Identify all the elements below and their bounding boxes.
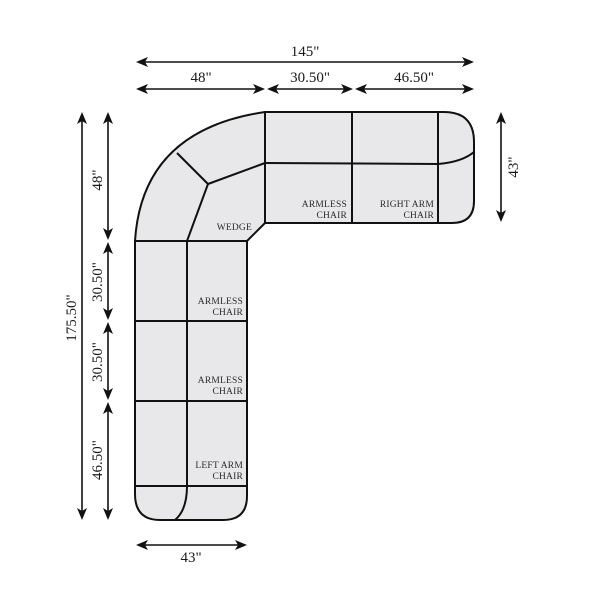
arrow-up-icon [103, 402, 113, 414]
arrow-right-icon [341, 84, 353, 94]
arrow-down-icon [103, 308, 113, 320]
label-left-armless2-line2: CHAIR [212, 387, 243, 397]
arrow-left-icon [267, 84, 279, 94]
label-left-armless2-line1: ARMLESS [198, 376, 243, 386]
left-overall-dimension: 175.50" [64, 112, 87, 520]
dim-right-depth: 43" [506, 156, 522, 177]
dim-left-seg-1: 48" [90, 169, 106, 190]
sofa-body [134, 111, 475, 521]
seam-top-back-line [264, 151, 475, 166]
seam-wedge-to-left [186, 183, 209, 242]
seam-wedge-to-top [207, 162, 266, 185]
dim-overall-width: 145" [291, 44, 320, 60]
label-right-arm-line1: RIGHT ARM [380, 200, 435, 210]
label-top-armless-line1: ARMLESS [302, 200, 347, 210]
label-wedge: WEDGE [217, 223, 252, 233]
arrow-right-icon [253, 84, 265, 94]
piece-labels: WEDGE ARMLESS CHAIR RIGHT ARM CHAIR ARML… [195, 200, 434, 482]
arrow-left-icon [136, 57, 148, 67]
right-dimension: 43" [496, 112, 522, 222]
arrow-right-icon [462, 57, 474, 67]
arrow-left-icon [136, 84, 148, 94]
dim-top-seg-1: 48" [190, 70, 211, 86]
arrow-left-icon [355, 84, 367, 94]
label-left-arm-line2: CHAIR [212, 472, 243, 482]
seam-wedge-outer-divider [176, 152, 209, 185]
arrow-up-icon [103, 322, 113, 334]
arrow-down-icon [103, 388, 113, 400]
arrow-up-icon [103, 242, 113, 254]
arrow-left-icon [136, 540, 148, 550]
label-left-armless1-line1: ARMLESS [198, 297, 243, 307]
arrow-down-icon [103, 228, 113, 240]
dim-bottom-width: 43" [180, 550, 201, 566]
label-right-arm-line2: CHAIR [403, 211, 434, 221]
arrow-up-icon [496, 112, 506, 124]
dim-overall-depth: 175.50" [64, 294, 80, 341]
arrow-down-icon [103, 508, 113, 520]
sofa-outline [134, 111, 475, 521]
dim-top-seg-3: 46.50" [394, 70, 434, 86]
label-top-armless-line2: CHAIR [316, 211, 347, 221]
arrow-right-icon [462, 84, 474, 94]
label-left-arm-line1: LEFT ARM [195, 461, 243, 471]
arrow-right-icon [235, 540, 247, 550]
dim-left-seg-4: 46.50" [90, 440, 106, 480]
label-left-armless1-line2: CHAIR [212, 308, 243, 318]
top-dimensions: 145" 48" 30.50" 46.50" [136, 44, 474, 94]
dim-top-seg-2: 30.50" [290, 70, 330, 86]
arrow-up-icon [77, 112, 87, 124]
arrow-down-icon [496, 210, 506, 222]
seam-left-back-curve [174, 485, 188, 521]
arrow-down-icon [77, 508, 87, 520]
arrow-up-icon [103, 112, 113, 124]
left-segment-dimensions: 48" 30.50" 30.50" 46.50" [90, 112, 113, 520]
dim-left-seg-3: 30.50" [90, 342, 106, 382]
dim-left-seg-2: 30.50" [90, 262, 106, 302]
bottom-dimension: 43" [136, 540, 247, 566]
